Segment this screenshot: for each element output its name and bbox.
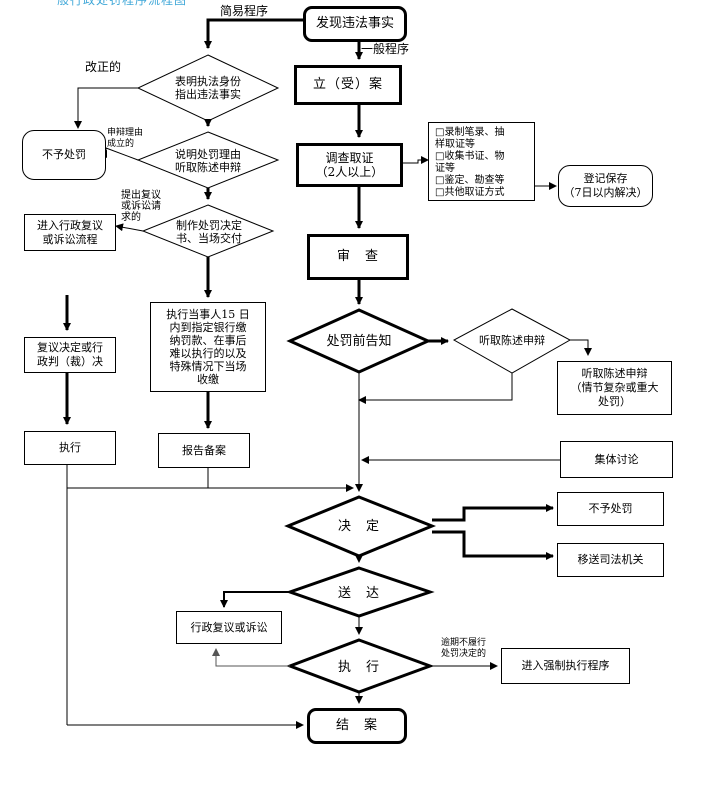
decide-text: 决 定 <box>337 518 380 534</box>
execute-text: 执 行 <box>337 659 380 675</box>
investigate-box: 调查取证 （2人以上） <box>296 143 403 187</box>
notice-text: 处罚前告知 <box>326 333 392 349</box>
defense-valid-label: 申辩理由 成立的 <box>107 128 144 149</box>
transfer-judicial-box: 移送司法机关 <box>557 543 664 577</box>
explain-text: 说明处罚理由 听取陈述申辩 <box>175 148 241 174</box>
overdue-label: 逾期不履行 处罚决定的 <box>441 638 487 659</box>
review-flow-box: 进入行政复议 或诉讼流程 <box>24 214 116 251</box>
admin-review-box: 行政复议或诉讼 <box>176 611 282 644</box>
hearing-box: 听取陈述申辩 （情节复杂或重大 处罚） <box>557 361 672 415</box>
partial-title: 一般行政处罚程序流程图 <box>44 0 188 7</box>
payment-execution-box: 执行当事人15 日 内到指定银行缴 纳罚款、在事后 难以执行的以及 特殊情况下当… <box>150 302 266 392</box>
corrected-label: 改正的 <box>85 60 122 74</box>
execute-box-left: 执行 <box>24 431 116 465</box>
deliver-text: 送 达 <box>337 585 380 601</box>
no-penalty-box-left: 不予处罚 <box>22 130 106 180</box>
general-program-label: 一般程序 <box>361 42 410 56</box>
appeal-request-label: 提出复议 或诉讼请 求的 <box>121 190 161 223</box>
review-box: 审 查 <box>307 234 409 280</box>
collective-discussion-box: 集体讨论 <box>560 441 673 478</box>
discover-violation-box: 发现违法事实 <box>303 6 407 42</box>
identity-text: 表明执法身份 指出违法事实 <box>175 75 241 101</box>
simple-program-label: 简易程序 <box>220 4 269 18</box>
decision-doc-text: 制作处罚决定 书、当场交付 <box>176 219 242 245</box>
enforcement-box: 进入强制执行程序 <box>501 648 630 684</box>
no-penalty-box-right: 不予处罚 <box>557 492 664 526</box>
report-filing-box: 报告备案 <box>158 433 250 468</box>
register-storage-box: 登记保存 （7日以内解决） <box>558 165 653 207</box>
close-case-box: 结 案 <box>307 708 407 744</box>
review-result-box: 复议决定或行 政判（裁）决 <box>24 337 116 373</box>
hear-defense-text: 听取陈述申辩 <box>479 333 545 347</box>
evidence-methods-box: □录制笔录、抽 样取证等 □收集书证、物 证等 □鉴定、勘查等 □共他取证方式 <box>428 122 535 201</box>
file-case-box: 立（受）案 <box>294 65 402 105</box>
